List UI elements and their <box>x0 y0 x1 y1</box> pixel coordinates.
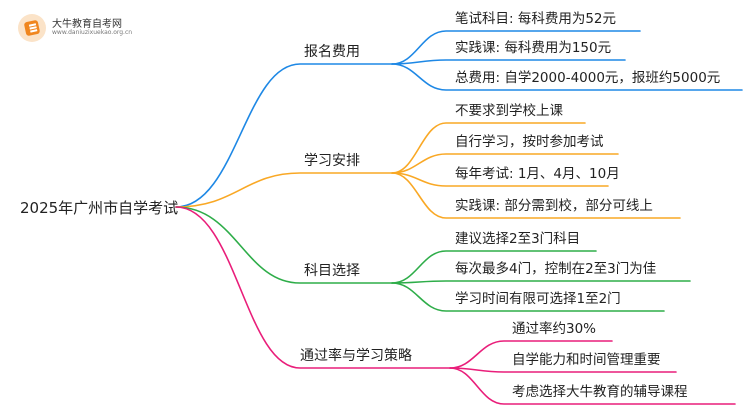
leaf-max-subjects: 每次最多4门，控制在2至3门为佳 <box>455 260 656 277</box>
leaf-connector <box>449 340 613 369</box>
leaf-written-fee: 笔试科目: 每科费用为52元 <box>455 11 616 27</box>
leaf-connector <box>449 367 736 405</box>
leaf-suggest-subjects: 建议选择2至3门科目 <box>455 231 580 247</box>
leaf-limited-time: 学习时间有限可选择1至2门 <box>455 291 621 307</box>
branch-label-strategy: 通过率与学习策略 <box>300 347 412 364</box>
logo-name: 大牛教育自考网 <box>52 19 122 31</box>
leaf-no-class: 不要求到学校上课 <box>455 102 563 119</box>
branch-label-schedule: 学习安排 <box>304 153 360 169</box>
leaf-connector <box>391 63 743 91</box>
book-icon <box>18 14 46 42</box>
leaf-practice-fee: 实践课: 每科费用为150元 <box>455 40 611 56</box>
branch-connector <box>175 63 393 208</box>
leaf-connector <box>449 367 677 373</box>
root-node: 2025年广州市自学考试 <box>20 199 178 217</box>
logo-url: www.daniuzixuekao.org.cn <box>52 29 133 37</box>
leaf-connector <box>391 153 619 174</box>
branch-connector <box>175 206 393 284</box>
leaf-connector <box>391 280 691 284</box>
leaf-connector <box>391 172 609 187</box>
branch-label-subjects: 科目选择 <box>304 263 360 279</box>
leaf-total-fee: 总费用: 自学2000-4000元，报班约5000元 <box>455 70 720 86</box>
leaf-exam-months: 每年考试: 1月、4月、10月 <box>455 166 620 182</box>
leaf-self-management: 自学能力和时间管理重要 <box>512 352 661 368</box>
leaf-connector <box>391 282 665 312</box>
branch-connector <box>175 172 393 208</box>
leaf-connector <box>391 250 597 284</box>
leaf-tutoring: 考虑选择大牛教育的辅导课程 <box>512 384 688 400</box>
leaf-connector <box>391 172 681 219</box>
branch-label-fees: 报名费用 <box>304 44 360 60</box>
leaf-practice-course: 实践课: 部分需到校，部分可线上 <box>455 197 653 214</box>
branch-connector <box>175 206 451 369</box>
leaf-self-study: 自行学习，按时参加考试 <box>455 133 604 150</box>
leaf-connector <box>391 30 641 65</box>
leaf-connector <box>391 59 626 65</box>
logo: 大牛教育自考网 www.daniuzixuekao.org.cn <box>18 14 132 42</box>
leaf-pass-rate: 通过率约30% <box>512 320 596 337</box>
leaf-connector <box>391 122 586 174</box>
